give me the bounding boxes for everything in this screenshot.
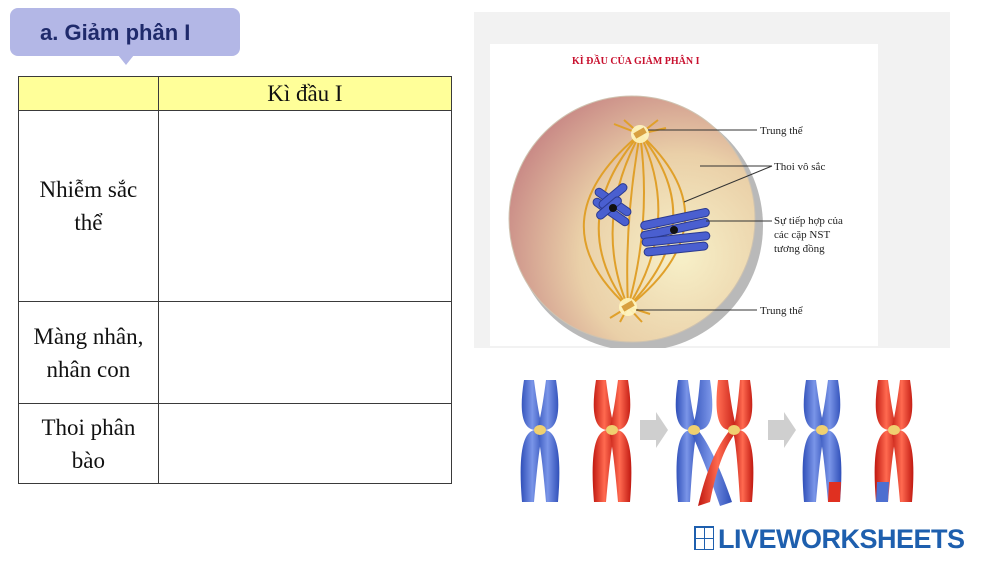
chromosome-crossing-pair	[676, 380, 754, 506]
row-label-chromosome: Nhiễm sắc thể	[19, 111, 159, 302]
answer-cell-spindle[interactable]	[158, 404, 451, 484]
section-title: a. Giảm phân I	[40, 20, 190, 46]
label-synapsis-line2: các cặp NST	[774, 229, 830, 241]
table-header-row: Kì đầu I	[19, 77, 452, 111]
arrow-icon	[768, 412, 796, 448]
centrosome-bottom	[619, 298, 637, 316]
answer-cell-nuclear-membrane[interactable]	[158, 302, 451, 404]
diagram-title: KÌ ĐẦU CỦA GIẢM PHÂN I	[572, 54, 700, 67]
arrow-icon	[640, 412, 668, 448]
row-label-nuclear-membrane: Màng nhân, nhân con	[19, 302, 159, 404]
table-row: Thoi phân bào	[19, 404, 452, 484]
logo-text: LIVEWORKSHEETS	[718, 524, 965, 555]
label-centrosome-top: Trung thể	[760, 125, 803, 137]
comparison-table: Kì đầu I Nhiễm sắc thể Màng nhân, nhân c…	[18, 76, 452, 484]
prophase-diagram-panel: KÌ ĐẦU CỦA GIẢM PHÂN I	[474, 12, 950, 348]
centrosome-top	[631, 125, 649, 143]
table-row: Nhiễm sắc thể	[19, 111, 452, 302]
chromosome-blue-recombined	[803, 380, 842, 502]
logo-badge-icon	[694, 526, 714, 550]
chromosome-blue-1	[521, 380, 560, 502]
chromosome-red-1	[593, 380, 632, 502]
table-row: Màng nhân, nhân con	[19, 302, 452, 404]
label-synapsis-line1: Sự tiếp hợp của	[774, 215, 843, 227]
callout-tail	[118, 55, 134, 65]
table-header-ki-dau: Kì đầu I	[158, 77, 451, 111]
label-spindle: Thoi vô sắc	[774, 161, 825, 173]
prophase-diagram: KÌ ĐẦU CỦA GIẢM PHÂN I	[474, 12, 950, 348]
row-label-spindle: Thoi phân bào	[19, 404, 159, 484]
answer-cell-chromosome[interactable]	[158, 111, 451, 302]
chromosome-red-recombined	[875, 380, 914, 502]
crossing-over-diagram	[500, 370, 940, 510]
section-callout: a. Giảm phân I	[10, 8, 240, 56]
table-header-blank	[19, 77, 159, 111]
label-synapsis-line3: tương đồng	[774, 243, 825, 255]
label-centrosome-bottom: Trung thể	[760, 305, 803, 317]
